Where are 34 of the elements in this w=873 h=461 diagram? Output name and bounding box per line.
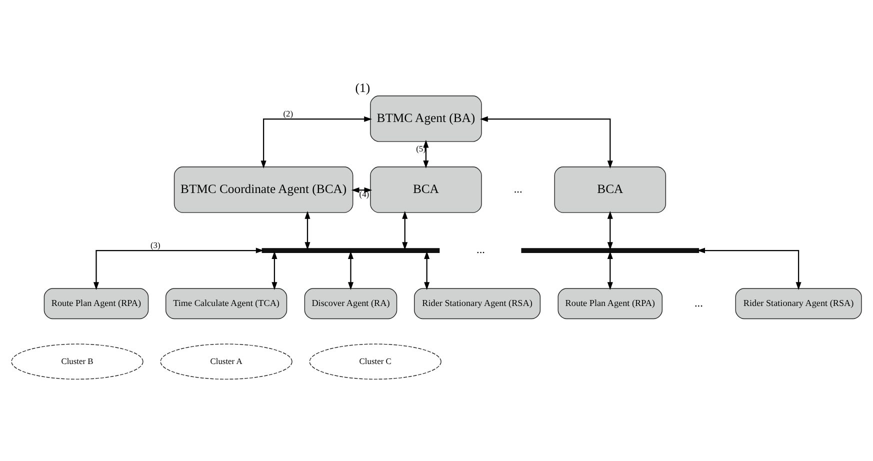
node-box: BTMC Coordinate Agent (BCA) (174, 166, 354, 213)
node-box: Rider Stationary Agent (RSA) (414, 288, 541, 320)
arrow (93, 248, 264, 290)
edge-label: (2) (283, 108, 294, 119)
node-bar (521, 248, 700, 253)
edge-label: (3) (150, 240, 160, 250)
node-box: Rider Stationary Agent (RSA) (735, 288, 862, 320)
arrow (260, 116, 372, 168)
arrow (304, 211, 310, 250)
node-box: BTMC Agent (BA) (370, 96, 482, 142)
edge-label: (4) (359, 188, 370, 199)
label: ... (514, 183, 522, 196)
arrow (424, 251, 430, 290)
arrow (272, 251, 278, 290)
arrow (402, 211, 408, 250)
node-box: BCA (370, 166, 482, 213)
node-ellipse: Cluster C (309, 344, 442, 380)
node-ellipse: Cluster A (160, 344, 292, 380)
arrow (607, 251, 613, 290)
arrow (423, 140, 429, 168)
node-bar (262, 248, 440, 253)
node-box: Discover Agent (RA) (304, 288, 398, 320)
node-box: Time Calculate Agent (TCA) (165, 288, 288, 320)
arrow (607, 211, 613, 250)
arrow (348, 251, 354, 290)
arrow (480, 116, 613, 168)
label: ... (694, 297, 703, 310)
node-box: Route Plan Agent (RPA) (44, 288, 149, 320)
node-box: BCA (554, 166, 666, 213)
arrow (697, 248, 802, 290)
node-box: Route Plan Agent (RPA) (558, 288, 663, 320)
node-label: (1) (355, 80, 370, 95)
node-ellipse: Cluster B (11, 344, 144, 380)
label: ... (476, 244, 486, 256)
